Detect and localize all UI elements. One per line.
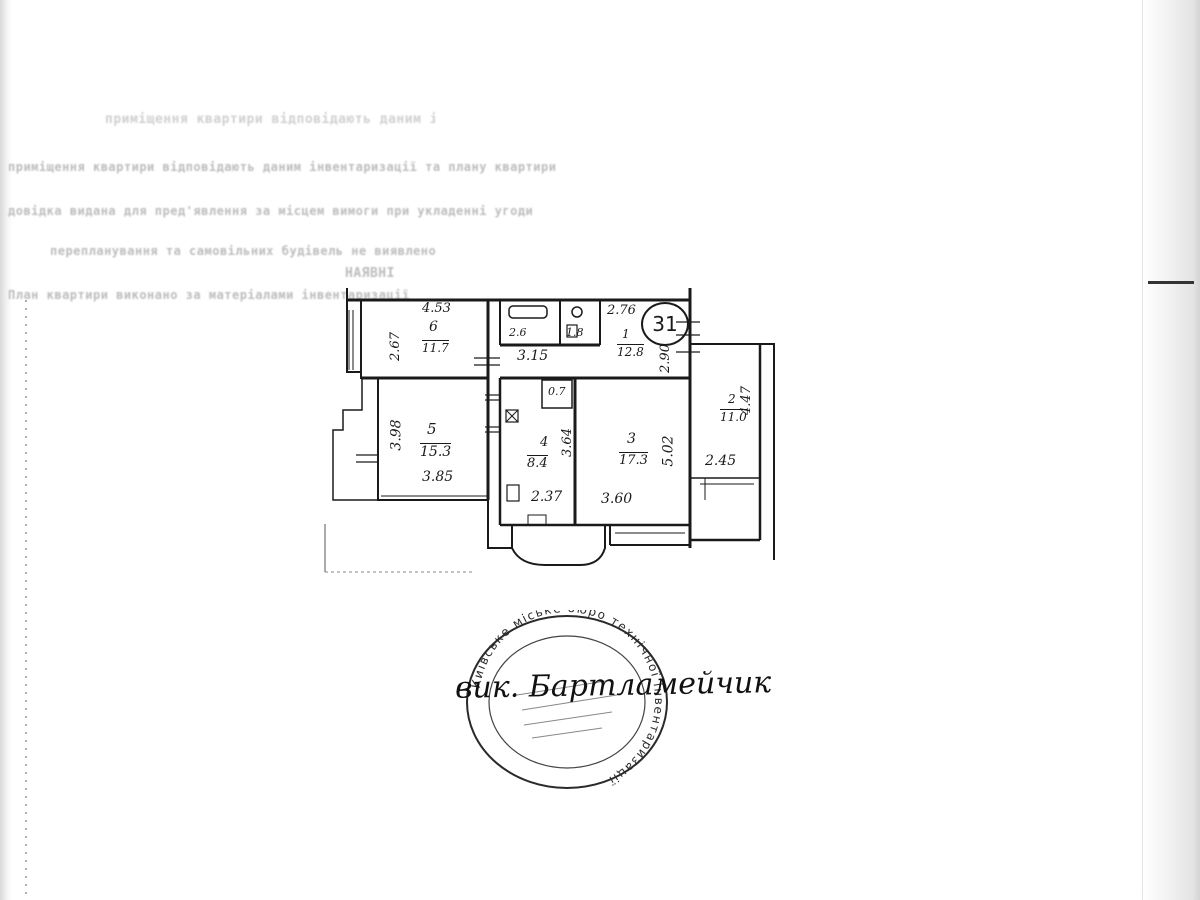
room-5-depth: 3.98 (388, 419, 405, 451)
faded-line-4: НАЯВНІ (345, 266, 395, 281)
room-7-area: 2.6 (509, 326, 527, 339)
faded-line-2: довідка видана для пред'явлення за місце… (8, 204, 534, 218)
faded-line-1: приміщення квартири відповідають даним і… (8, 160, 557, 174)
room-4-area: 8.4 (527, 455, 548, 471)
faded-line-top: приміщення квартири відповідають даним і… (105, 112, 435, 127)
room-2-depth: 4.47 (738, 386, 754, 415)
room-3-width: 3.60 (601, 491, 633, 507)
room-6-width: 4.53 (422, 301, 451, 316)
room-3-area: 17.3 (619, 452, 648, 468)
faded-line-5: План квартири виконано за матеріалами ін… (8, 288, 410, 302)
room-8-area: 1.8 (566, 326, 584, 339)
scan-left-edge (0, 0, 12, 900)
room-4-number: 4 (540, 435, 549, 450)
room-5-width: 3.85 (422, 469, 454, 485)
room-2-width: 2.45 (705, 453, 737, 469)
room-1-number: 1 (622, 327, 630, 341)
scan-right-edge (1142, 0, 1200, 900)
room-5-number: 5 (427, 420, 437, 438)
room-5-area: 15.3 (420, 443, 452, 460)
corridor-length: 3.15 (517, 348, 549, 364)
room-4-depth: 3.64 (559, 428, 575, 457)
apartment-number-badge: 31 (641, 302, 689, 346)
room-4-width: 2.37 (531, 489, 563, 505)
faded-header-text: приміщення квартири відповідають даним і… (0, 0, 1142, 320)
room-3-number: 3 (627, 431, 636, 447)
room-2-area: 11.0 (720, 409, 747, 424)
room-1-width: 2.76 (607, 303, 636, 318)
floor-plan: 4.53 6 11.7 2.67 5 15.3 3.85 3.98 2.6 1.… (25, 288, 775, 900)
signature: вик. Бартламейчик (454, 665, 772, 706)
room-2-number: 2 (728, 392, 736, 406)
room-3-depth: 5.02 (660, 435, 677, 467)
closet-area: 0.7 (548, 385, 566, 398)
room-6-number: 6 (429, 319, 438, 335)
floor-plan-walls (25, 288, 775, 900)
room-1-area: 12.8 (617, 344, 644, 359)
seal-graphic: Київське міське бюро технічної інвентари… (466, 601, 668, 789)
official-seal: Київське міське бюро технічної інвентари… (462, 601, 672, 790)
room-6-area: 11.7 (422, 340, 449, 355)
room-1-depth: 2.90 (657, 344, 673, 373)
margin-mark (1148, 281, 1194, 284)
room-6-depth: 2.67 (387, 332, 403, 361)
faded-line-3: перепланування та самовільних будівель н… (50, 244, 437, 258)
